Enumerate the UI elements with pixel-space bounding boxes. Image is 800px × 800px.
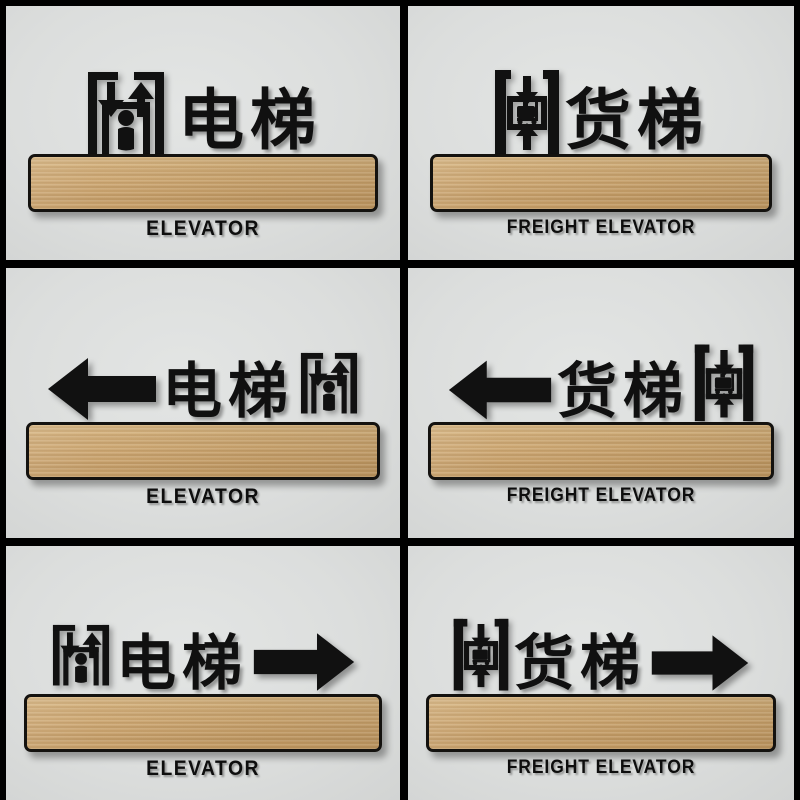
sign-english-text: ELEVATOR — [146, 757, 260, 780]
freight-elevator-cart-icon — [493, 66, 561, 154]
sign-english-text: FREIGHT ELEVATOR — [506, 757, 696, 778]
sign-english-text: ELEVATOR — [146, 217, 260, 240]
plank-grain — [29, 425, 377, 477]
sign-chinese-text: 货梯 — [514, 629, 646, 699]
plank-grain — [433, 157, 769, 209]
sign-chinese-text: 电梯 — [162, 357, 294, 427]
grid-divider-vertical — [400, 0, 408, 800]
arrow-left-icon — [447, 358, 553, 422]
sign-top-row: 电梯 — [26, 330, 380, 422]
arrow-right-icon — [252, 630, 356, 694]
sign-chinese-text: 电梯 — [178, 82, 322, 159]
plank-grain — [27, 697, 379, 749]
plank-grain — [431, 425, 771, 477]
plank-grain — [31, 157, 375, 209]
wood-plank — [24, 694, 382, 752]
sign-card-freight-elevator-right[interactable]: 货梯 FREIGHT ELEVATOR — [408, 546, 794, 800]
sign-assembly: 货梯 FREIGHT ELEVATOR — [408, 602, 794, 779]
sign-card-elevator-right[interactable]: 电梯 ELEVATOR — [6, 546, 400, 800]
plank-grain — [429, 697, 773, 749]
arrow-right-icon — [650, 632, 750, 694]
sign-english-text: FREIGHT ELEVATOR — [506, 485, 696, 506]
sign-top-row: 货梯 — [428, 330, 774, 422]
grid-edge-right — [794, 0, 800, 800]
elevator-person-icon — [298, 340, 360, 422]
sign-top-row: 电梯 — [24, 602, 382, 694]
sign-card-freight-elevator-up-down[interactable]: 货梯 FREIGHT ELEVATOR — [408, 6, 794, 260]
wood-plank — [426, 694, 776, 752]
sign-top-row: 货梯 — [430, 62, 772, 154]
arrow-left-icon — [46, 356, 158, 422]
sign-english-text: ELEVATOR — [146, 485, 260, 508]
sign-assembly: 电梯 — [6, 330, 400, 509]
grid-divider-horizontal-1 — [0, 260, 800, 268]
sign-top-row: 货梯 — [426, 602, 776, 694]
elevator-person-icon — [84, 66, 168, 154]
elevator-person-icon — [50, 612, 112, 694]
sign-card-elevator-up-down[interactable]: 电梯 ELEVATOR — [6, 6, 400, 260]
sign-assembly: 电梯 ELEVATOR — [6, 62, 400, 241]
sign-chinese-text: 货梯 — [557, 357, 689, 427]
wood-plank — [430, 154, 772, 212]
freight-elevator-cart-icon — [452, 612, 510, 694]
sign-top-row: 电梯 — [28, 62, 378, 154]
sign-english-text: FREIGHT ELEVATOR — [506, 217, 696, 238]
sign-chinese-text: 货梯 — [565, 82, 709, 159]
wood-plank — [26, 422, 380, 480]
sign-card-freight-elevator-left[interactable]: 货梯 — [408, 268, 794, 538]
sign-assembly: 电梯 ELEVATOR — [6, 602, 400, 781]
sign-card-elevator-left[interactable]: 电梯 — [6, 268, 400, 538]
grid-edge-left — [0, 0, 6, 800]
sign-chinese-text: 电梯 — [116, 629, 248, 699]
wood-plank — [428, 422, 774, 480]
freight-elevator-cart-icon — [693, 340, 755, 422]
sign-assembly: 货梯 FREIGHT ELEVATOR — [408, 62, 794, 239]
sign-assembly: 货梯 — [408, 330, 794, 507]
wood-plank — [28, 154, 378, 212]
grid-divider-horizontal-2 — [0, 538, 800, 546]
